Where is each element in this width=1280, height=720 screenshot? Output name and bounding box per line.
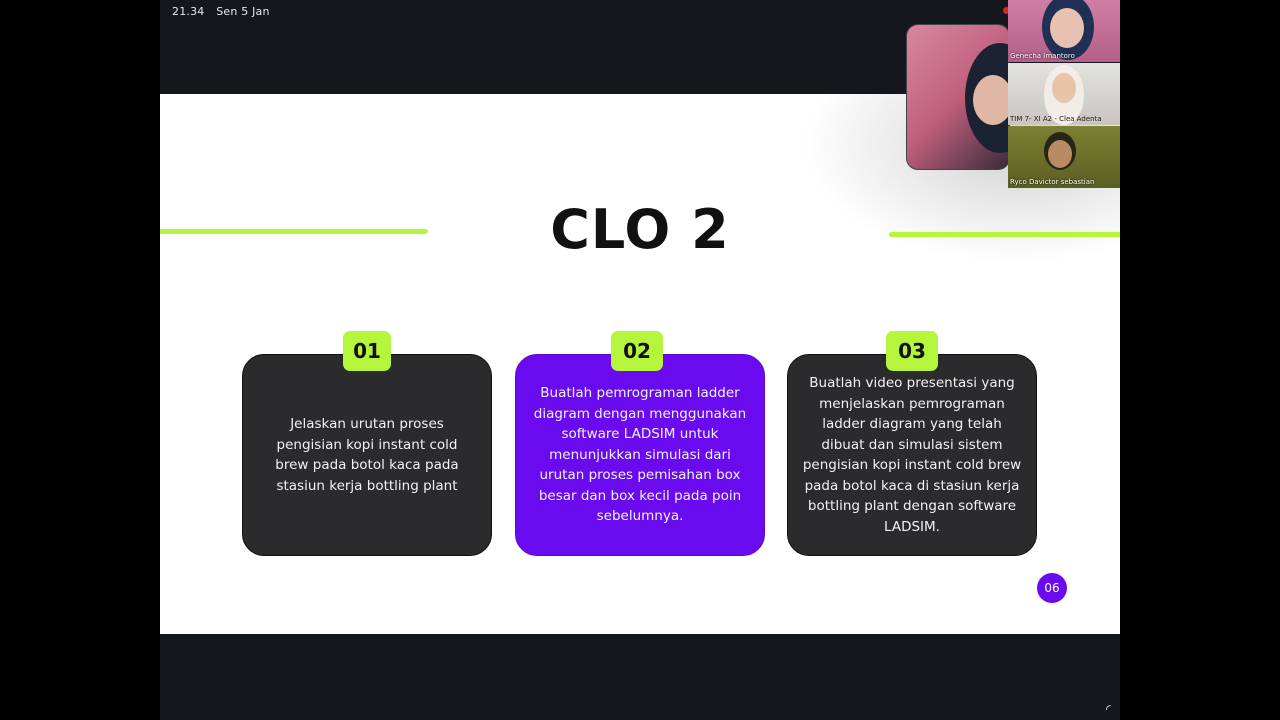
person-face [973,75,1009,125]
status-bar: 21.34 Sen 5 Jan [172,5,278,18]
participant-name-2: TIM 7- XI A2 - Clea Adenta [1010,115,1102,123]
participant-name-3: Ryco Davictor sebastian [1010,178,1095,186]
objective-number-3: 03 [886,331,938,371]
slide-title: CLO 2 [550,198,730,261]
objective-card-1: Jelaskan urutan proses pengisian kopi in… [242,354,492,556]
objective-card-3: Buatlah video presentasi yang menjelaska… [787,354,1037,556]
participant-name-1: Genecha Imantoro [1010,52,1075,60]
objective-number-1: 01 [343,331,391,371]
status-date: Sen 5 Jan [216,5,270,18]
status-time: 21.34 [172,5,205,18]
ipad-screen: 21.34 Sen 5 Jan CLO 2 Jelaskan urutan pr… [160,0,1120,720]
objective-text-1: Jelaskan urutan proses pengisian kopi in… [275,416,459,494]
participant-tile-3[interactable]: Ryco Davictor sebastian [1008,126,1120,188]
participant-tile-2[interactable]: TIM 7- XI A2 - Clea Adenta [1008,63,1120,125]
accent-line-left [160,229,428,234]
objective-card-2: Buatlah pemrograman ladder diagram denga… [515,354,765,556]
objective-number-2: 02 [611,331,663,371]
recording-indicator [1003,7,1010,14]
self-video-preview[interactable] [906,24,1010,170]
accent-line-right [889,232,1120,237]
objective-text-3: Buatlah video presentasi yang menjelaska… [802,375,1022,535]
objective-text-2: Buatlah pemrograman ladder diagram denga… [533,385,747,525]
slide-page-number: 06 [1037,573,1067,603]
loading-indicator-icon: ◜ [1106,702,1111,716]
presentation-slide: CLO 2 Jelaskan urutan proses pengisian k… [160,94,1120,634]
participant-tile-1[interactable]: Genecha Imantoro [1008,0,1120,62]
